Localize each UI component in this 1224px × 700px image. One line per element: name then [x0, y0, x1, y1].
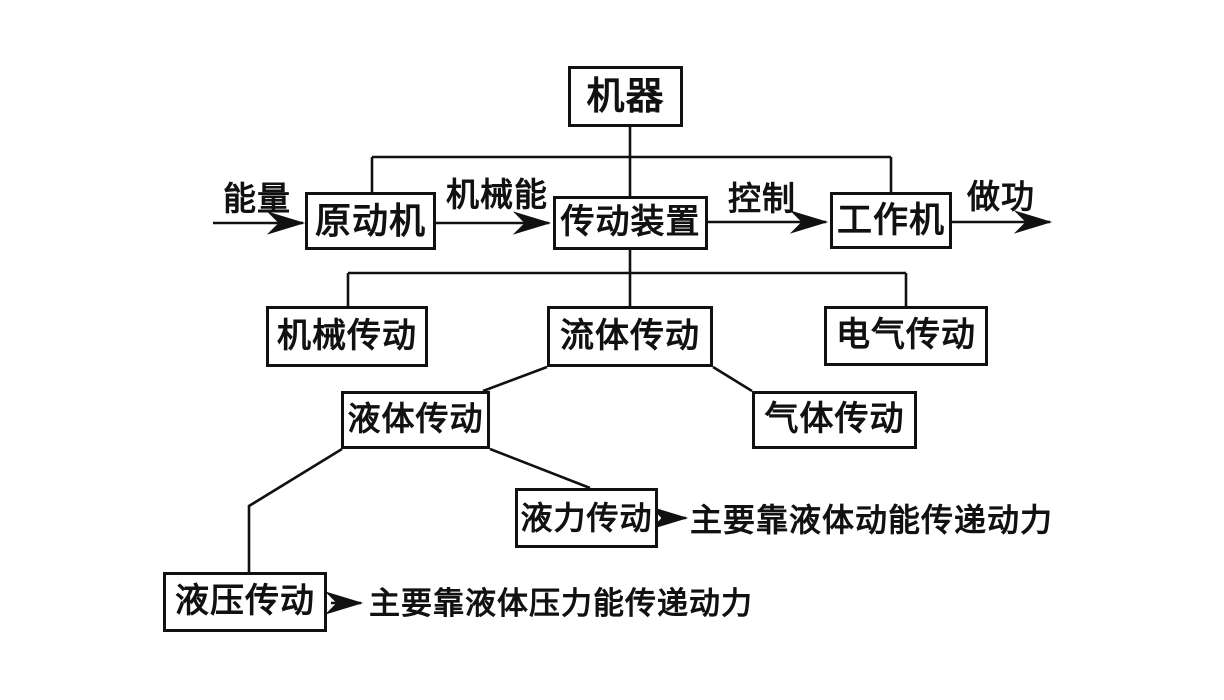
box-hydrodynamic-transmission: 液力传动	[515, 488, 658, 548]
box-fluid-transmission: 流体传动	[547, 306, 713, 367]
box-gas-transmission: 气体传动	[752, 391, 917, 449]
label-mechanical-energy: 机械能	[446, 178, 548, 214]
connector-fluid-to-gas	[712, 365, 753, 393]
box-working-machine: 工作机	[830, 192, 952, 249]
connector-liquid-to-hydrodynamic	[489, 447, 591, 490]
box-transmission-device: 传动装置	[553, 196, 708, 250]
label-energy: 能量	[223, 182, 291, 218]
box-mechanical-transmission: 机械传动	[266, 306, 428, 367]
annotation-hydraulic: 主要靠液体压力能传递动力	[369, 586, 753, 621]
box-electrical-transmission: 电气传动	[824, 306, 988, 366]
connector-fluid-to-liquid	[482, 365, 548, 393]
connector-liquid-to-hydraulic	[247, 447, 343, 572]
label-control: 控制	[728, 182, 796, 218]
label-work: 做功	[967, 180, 1035, 216]
annotation-hydrodynamic: 主要靠液体动能传递动力	[690, 502, 1054, 538]
box-machine: 机器	[568, 66, 683, 127]
box-hydraulic-transmission: 液压传动	[163, 572, 327, 632]
box-liquid-transmission: 液体传动	[341, 391, 490, 449]
box-prime-mover: 原动机	[305, 192, 436, 250]
